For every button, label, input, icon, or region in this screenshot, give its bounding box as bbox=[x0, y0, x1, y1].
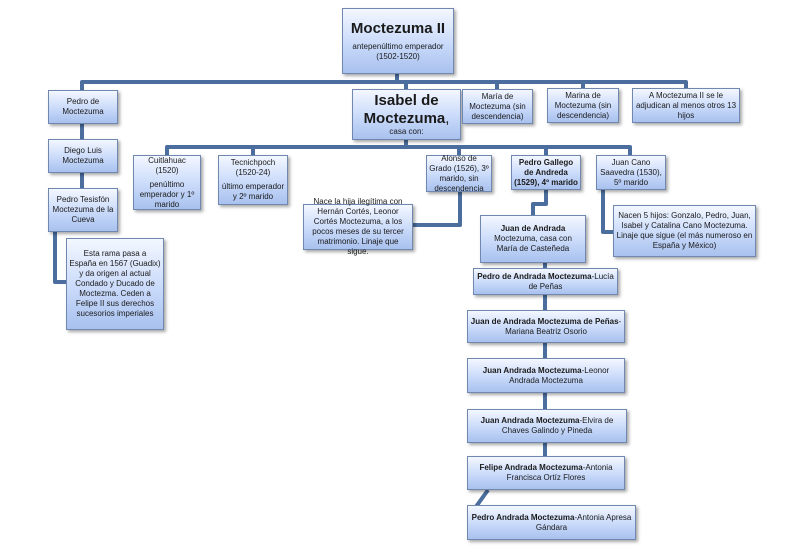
lineage-node: Juan Andrada Moctezuma-Leonor Andrada Mo… bbox=[467, 358, 625, 393]
label: Cuitlahuac (1520) bbox=[148, 155, 186, 175]
node-pedro-gallego: Pedro Gallego de Andreda (1529), 4º mari… bbox=[511, 155, 581, 190]
root-title: antepenúltimo emperador bbox=[352, 41, 444, 51]
connector-isabel-husbands bbox=[165, 140, 632, 155]
note: último emperador y 2º marido bbox=[221, 182, 285, 201]
lineage-node: Pedro Andrada Moctezuma-Antonia Apresa G… bbox=[467, 505, 636, 540]
node-moctezuma-ii: Moctezuma II antepenúltimo emperador (15… bbox=[342, 8, 454, 74]
rest-part: -Antonia Apresa Gándara bbox=[535, 512, 632, 532]
bold-part: Juan Andrada Moctezuma bbox=[482, 365, 582, 375]
bold-part: Juan Andrada Moctezuma bbox=[480, 416, 580, 425]
bold-part: Pedro de Andrada Moctezuma bbox=[477, 271, 592, 281]
note: penúltimo emperador y 1º marido bbox=[139, 179, 195, 209]
node-marina: Marina de Moctezuma (sin descendencia) bbox=[547, 88, 619, 123]
node-tecnichpoch: Tecnichpoch (1520-24) último emperador y… bbox=[218, 155, 288, 205]
lineage-node: Juan Andrada Moctezuma-Elvira de Chaves … bbox=[467, 409, 627, 443]
connector-root-children bbox=[80, 74, 688, 90]
label: Juan de Andrada Moctezuma de Peñas-Maria… bbox=[470, 317, 622, 337]
label: Pedro de Moctezuma bbox=[62, 97, 104, 116]
node-pedro-de-moctezuma: Pedro de Moctezuma bbox=[48, 90, 118, 124]
label: Nace la hija ilegítima con Hernán Cortés… bbox=[312, 197, 404, 256]
connector-alonso-hija bbox=[413, 192, 462, 227]
rest-part: Moctezuma, casa con María de Casteñeda bbox=[494, 234, 572, 253]
label: Marina de Moctezuma (sin descendencia) bbox=[554, 90, 612, 120]
label: A Moctezuma II se le adjudican al menos … bbox=[635, 90, 737, 120]
label: Juan Cano Saavedra (1530), 5º marido bbox=[600, 157, 662, 187]
node-cinco-hijos: Nacen 5 hijos: Gonzalo, Pedro, Juan, Isa… bbox=[613, 205, 756, 257]
connector-pedro-line bbox=[53, 124, 84, 284]
node-pedro-tesisfon: Pedro Tesisfón Moctezuma de la Cueva bbox=[48, 188, 118, 232]
node-isabel: Isabel de Moctezuma, casa con: bbox=[352, 89, 461, 140]
label: Alonso de Grado (1526), 3º marido, sin d… bbox=[429, 153, 489, 193]
bold-part: Felipe Andrada Moctezuma bbox=[479, 463, 583, 472]
node-alonso-de-grado: Alonso de Grado (1526), 3º marido, sin d… bbox=[426, 153, 492, 193]
lineage-node: Juan de Andrada Moctezuma de Peñas-Maria… bbox=[467, 310, 625, 343]
connector-juancano-hijos bbox=[601, 190, 613, 234]
lineage-node: Felipe Andrada Moctezuma-Antonia Francis… bbox=[467, 456, 625, 490]
label: Juan Andrada Moctezuma-Elvira de Chaves … bbox=[470, 416, 624, 436]
label: Diego Luis Moctezuma bbox=[62, 146, 104, 165]
node-cuitlahuac: Cuitlahuac (1520) penúltimo emperador y … bbox=[133, 155, 201, 210]
label: Pedro Andrada Moctezuma-Antonia Apresa G… bbox=[470, 513, 633, 533]
connector-andrada-chain bbox=[468, 190, 548, 517]
rest-part: -Lucía de Peñas bbox=[528, 271, 614, 291]
lineage-node: Juan de Andrada Moctezuma, casa con Marí… bbox=[480, 215, 586, 263]
isabel-name: Isabel de Moctezuma, bbox=[355, 92, 458, 127]
node-juan-cano: Juan Cano Saavedra (1530), 5º marido bbox=[596, 155, 666, 190]
label: Pedro Gallego de Andreda (1529), 4º mari… bbox=[514, 157, 578, 187]
label: Nacen 5 hijos: Gonzalo, Pedro, Juan, Isa… bbox=[616, 211, 753, 250]
lineage-node: Pedro de Andrada Moctezuma-Lucía de Peña… bbox=[473, 268, 618, 295]
isabel-name-text: Isabel de Moctezuma bbox=[363, 92, 446, 127]
label: Pedro de Andrada Moctezuma-Lucía de Peña… bbox=[476, 272, 615, 292]
isabel-note: casa con: bbox=[389, 126, 424, 136]
label: Felipe Andrada Moctezuma-Antonia Francis… bbox=[470, 463, 622, 483]
label: Juan Andrada Moctezuma-Leonor Andrada Mo… bbox=[470, 366, 622, 386]
rest-part: -Mariana Beatriz Osorio bbox=[505, 316, 622, 336]
root-name: Moctezuma II bbox=[350, 20, 446, 38]
node-diego-luis: Diego Luis Moctezuma bbox=[48, 139, 118, 173]
rest-part: -Antonia Francisca Ortíz Flores bbox=[506, 463, 613, 482]
root-years: (1502-1520) bbox=[376, 51, 420, 61]
bold-part: Juan de Andrada Moctezuma de Peñas bbox=[470, 316, 619, 326]
rest-part: -Leonor Andrada Moctezuma bbox=[509, 365, 610, 385]
bold-part: Pedro Andrada Moctezuma bbox=[471, 512, 575, 522]
node-rama-espana: Esta rama pasa a España en 1567 (Guadix)… bbox=[66, 238, 164, 330]
label: Juan de Andrada Moctezuma, casa con Marí… bbox=[483, 224, 583, 254]
label: María de Moctezuma (sin descendencia) bbox=[469, 91, 526, 121]
bold-part: Juan de Andrada bbox=[500, 224, 566, 233]
node-otros-hijos: A Moctezuma II se le adjudican al menos … bbox=[632, 88, 740, 123]
node-hija-ilegitima: Nace la hija ilegítima con Hernán Cortés… bbox=[303, 197, 413, 256]
node-maria: María de Moctezuma (sin descendencia) bbox=[462, 89, 533, 124]
isabel-comma: , bbox=[445, 109, 450, 127]
label: Pedro Tesisfón Moctezuma de la Cueva bbox=[52, 195, 114, 224]
label: Tecnichpoch (1520-24) bbox=[230, 158, 276, 177]
label: Esta rama pasa a España en 1567 (Guadix)… bbox=[69, 249, 161, 318]
rest-part: -Elvira de Chaves Galindo y Pineda bbox=[501, 416, 614, 435]
